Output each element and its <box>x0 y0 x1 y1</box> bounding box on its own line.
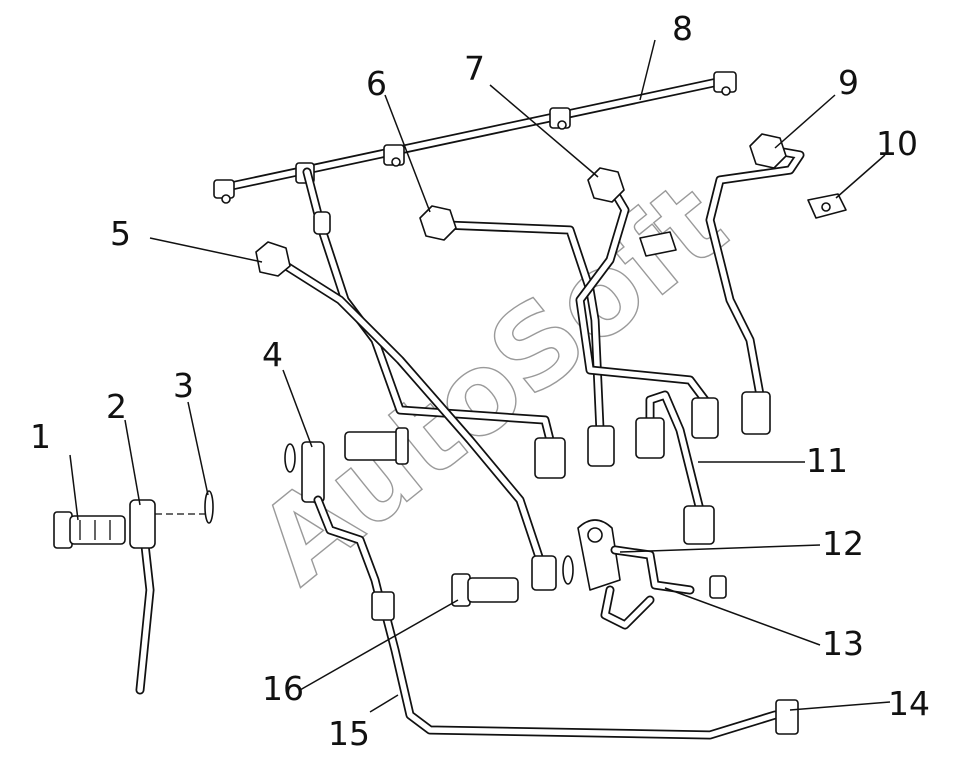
callout-15: 15 <box>328 714 370 753</box>
fitting-4 <box>284 427 409 605</box>
callout-14: 14 <box>888 684 930 723</box>
banjo-bolt-16 <box>451 555 574 607</box>
injector-pipe-11 <box>635 390 715 545</box>
injector-pipe-7 <box>575 167 719 439</box>
callout-6: 6 <box>366 64 387 103</box>
banjo-union-12-13 <box>577 519 727 630</box>
banjo-hose-2 <box>129 499 205 695</box>
callout-13: 13 <box>822 624 864 663</box>
callout-11: 11 <box>806 441 848 480</box>
leader-lines <box>69 39 891 713</box>
callout-1: 1 <box>30 417 51 456</box>
callout-8: 8 <box>672 9 693 48</box>
clamp-10 <box>639 193 847 257</box>
banjo-bolt-1 <box>53 511 126 549</box>
washer-3 <box>204 490 214 524</box>
injector-pipe-5 <box>255 241 557 591</box>
callout-12: 12 <box>822 524 864 563</box>
callout-10: 10 <box>876 124 918 163</box>
callout-16: 16 <box>262 669 304 708</box>
callouts: 1 2 3 4 5 6 7 8 9 10 11 12 13 14 15 16 <box>30 9 930 753</box>
callout-4: 4 <box>262 335 283 374</box>
injector-pipe-9 <box>705 133 805 435</box>
callout-7: 7 <box>464 49 485 88</box>
long-pipe-15 <box>371 591 780 740</box>
callout-9: 9 <box>838 63 859 102</box>
callout-5: 5 <box>110 214 131 253</box>
callout-3: 3 <box>173 366 194 405</box>
callout-2: 2 <box>106 387 127 426</box>
clamp-14 <box>775 699 799 735</box>
